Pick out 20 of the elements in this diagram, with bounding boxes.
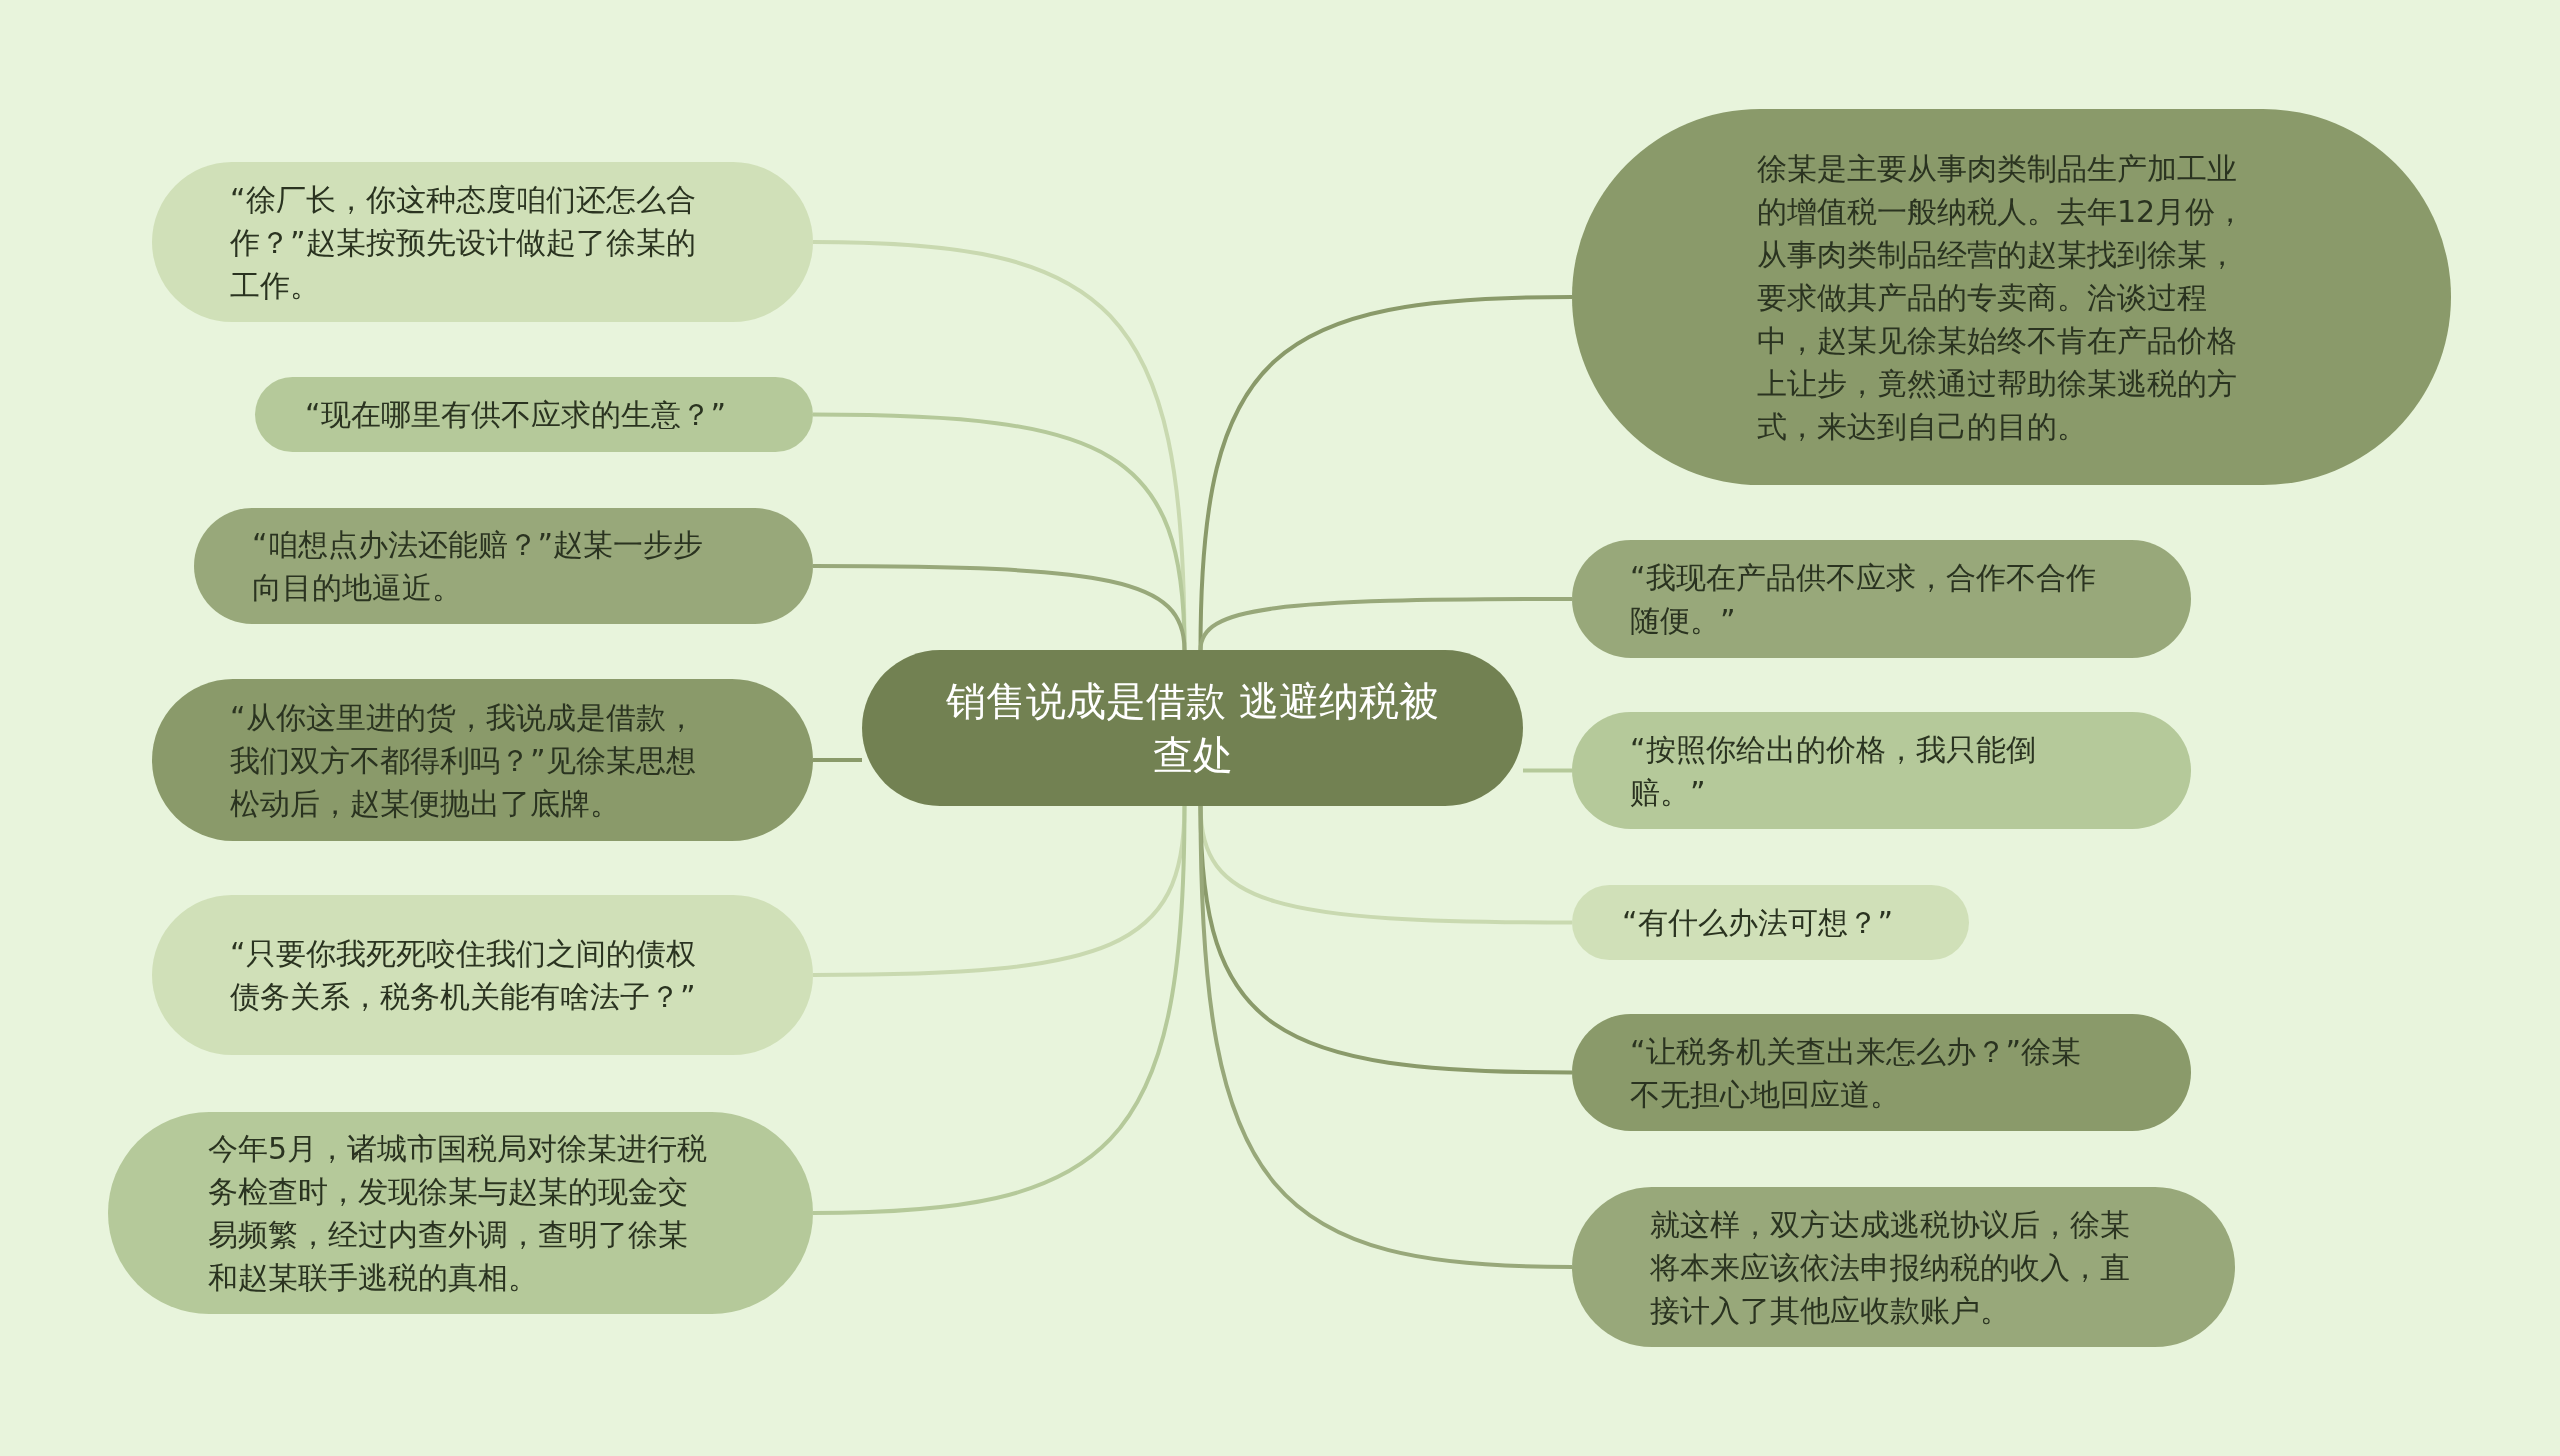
- topic-bubble: 徐某是主要从事肉类制品生产加工业的增值税一般纳税人。去年12月份，从事肉类制品经营的赵某找到徐某，要求做其产品的专卖商。洽谈过程中，赵某见徐某始终不肯在产品价格上让步，竟然通过帮助徐某逃税的方式，来达到自己的目的。: [1572, 109, 2451, 485]
- topic-bubble: “徐厂长，你这种态度咱们还怎么合作？”赵某按预先设计做起了徐某的工作。: [152, 162, 813, 322]
- connector-line: [813, 758, 862, 762]
- topic-bubble: “从你这里进的货，我说成是借款，我们双方不都得利吗？”见徐某思想松动后，赵某便抛出了底牌。: [152, 679, 813, 841]
- topic-bubble: “只要你我死死咬住我们之间的债权债务关系，税务机关能有啥法子？”: [152, 895, 813, 1055]
- central-topic: 销售说成是借款 逃避纳税被查处: [862, 650, 1523, 806]
- topic-bubble: 今年5月，诸城市国税局对徐某进行税务检查时，发现徐某与赵某的现金交易频繁，经过内查外调，查明了徐某和赵某联手逃税的真相。: [108, 1112, 813, 1314]
- connector-line: [1523, 768, 1572, 773]
- topic-bubble: 就这样，双方达成逃税协议后，徐某将本来应该依法申报纳税的收入，直接计入了其他应收款账户。: [1572, 1187, 2235, 1347]
- topic-bubble: “让税务机关查出来怎么办？”徐某不无担心地回应道。: [1572, 1014, 2191, 1131]
- connector-line: [1198, 805, 1573, 1269]
- topic-bubble: “现在哪里有供不应求的生意？”: [255, 377, 813, 452]
- connector-line: [1198, 597, 1572, 651]
- connector-line: [813, 564, 1187, 651]
- topic-bubble: “我现在产品供不应求，合作不合作随便。”: [1572, 540, 2191, 658]
- topic-bubble: “有什么办法可想？”: [1572, 885, 1969, 960]
- connector-line: [1198, 295, 1573, 651]
- topic-bubble: “咱想点办法还能赔？”赵某一步步向目的地逼近。: [194, 508, 813, 624]
- connector-line: [812, 805, 1187, 1215]
- topic-bubble: “按照你给出的价格，我只能倒赔。”: [1572, 712, 2191, 829]
